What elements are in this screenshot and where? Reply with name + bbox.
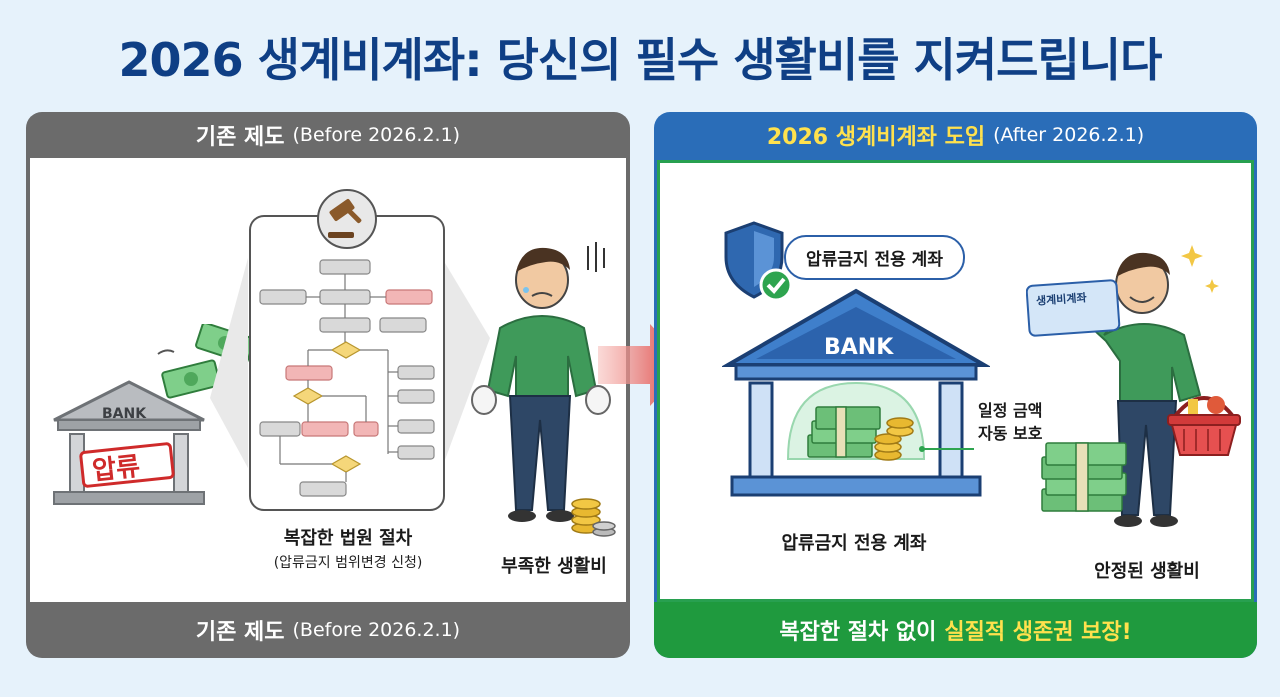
bank-sign-text: BANK — [102, 406, 147, 422]
before-footer: 기존 제도 (Before 2026.2.1) — [26, 602, 630, 658]
stable-living-cost-caption: 안정된 생활비 — [1094, 561, 1200, 582]
shield-check-icon — [724, 221, 793, 302]
before-panel: 기존 제도 (Before 2026.2.1) BANK 압류 — [26, 112, 630, 658]
after-footer-prefix: 복잡한 절차 없이 — [779, 620, 937, 645]
before-header: 기존 제도 (Before 2026.2.1) — [26, 112, 630, 158]
auto-protection-line-1: 일정 금액 — [978, 401, 1043, 420]
insufficient-living-cost-caption: 부족한 생활비 — [501, 556, 607, 577]
seizure-exempt-account-caption: 압류금지 전용 계좌 — [781, 533, 927, 554]
seizure-exempt-account-badge: 압류금지 전용 계좌 — [784, 235, 965, 280]
before-header-date: (Before 2026.2.1) — [292, 124, 461, 146]
auto-protection-line-2: 자동 보호 — [978, 424, 1043, 443]
money-stack-icon — [1041, 442, 1127, 512]
happy-person-illustration — [1080, 245, 1219, 527]
after-footer: 복잡한 절차 없이 실질적 생존권 보장! — [654, 602, 1257, 658]
card-icon — [1026, 279, 1121, 337]
after-content: 압류금지 전용 계좌 — [657, 160, 1254, 658]
gavel-icon — [317, 189, 377, 249]
before-header-title: 기존 제도 — [195, 125, 285, 150]
before-footer-date: (Before 2026.2.1) — [292, 619, 461, 641]
basket-icon — [1167, 396, 1241, 456]
after-header-date: (After 2026.2.1) — [993, 124, 1145, 146]
after-header-title: 2026 생계비계좌 도입 — [766, 125, 986, 150]
court-process-title: 복잡한 법원 절차 — [283, 528, 413, 549]
protected-bank-illustration — [722, 288, 990, 497]
zoom-cone — [210, 258, 490, 468]
before-content: BANK 압류 — [30, 158, 626, 602]
bank-sign-text: BANK — [824, 335, 894, 360]
page-title: 2026 생계비계좌: 당신의 필수 생활비를 지켜드립니다 — [118, 33, 1163, 87]
seizure-stamp: 압류 — [90, 451, 142, 487]
struggling-person-illustration — [471, 242, 611, 522]
auto-protection-note: 일정 금액 자동 보호 — [978, 399, 1042, 445]
after-header: 2026 생계비계좌 도입 (After 2026.2.1) — [654, 112, 1257, 158]
coin-stack-icon — [571, 498, 616, 537]
court-process-flowchart — [249, 215, 445, 511]
court-process-subtitle: (압류금지 범위변경 신청) — [273, 555, 423, 571]
protection-connector — [919, 446, 974, 452]
after-footer-highlight: 실질적 생존권 보장! — [944, 620, 1132, 645]
before-footer-title: 기존 제도 — [195, 620, 285, 645]
seized-bank-illustration — [53, 380, 205, 505]
after-panel: 2026 생계비계좌 도입 (After 2026.2.1) 압류금지 전용 계… — [654, 112, 1257, 658]
